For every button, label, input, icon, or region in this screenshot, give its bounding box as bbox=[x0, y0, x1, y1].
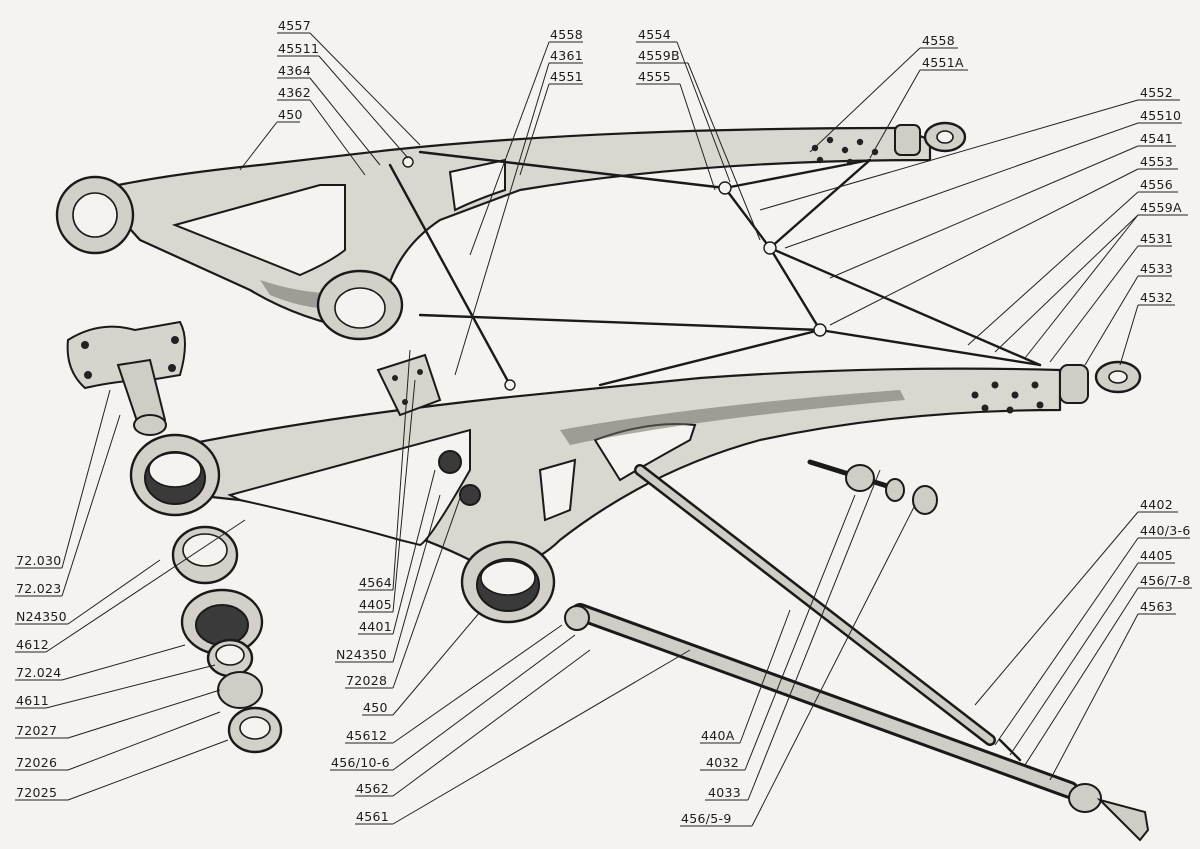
label-456-7-8: 456/7-8 bbox=[1140, 573, 1191, 588]
label-4611: 4611 bbox=[16, 693, 49, 708]
label-4551: 4551 bbox=[550, 69, 583, 84]
label-72023: 72.023 bbox=[16, 581, 62, 596]
label-440-3-6: 440/3-6 bbox=[1140, 523, 1191, 538]
label-4555: 4555 bbox=[638, 69, 671, 84]
label-4402: 4402 bbox=[1140, 497, 1173, 512]
label-4563: 4563 bbox=[1140, 599, 1173, 614]
label-72025: 72025 bbox=[16, 785, 57, 800]
label-4552: 4552 bbox=[1140, 85, 1173, 100]
strut-tubes bbox=[564, 464, 1150, 842]
label-456-5-9: 456/5-9 bbox=[681, 811, 732, 826]
label-440A: 440A bbox=[701, 728, 735, 743]
label-72026: 72026 bbox=[16, 755, 57, 770]
frame-drawing bbox=[55, 121, 1150, 842]
label-45511: 45511 bbox=[278, 41, 319, 56]
label-4532: 4532 bbox=[1140, 290, 1173, 305]
label-4564: 4564 bbox=[359, 575, 392, 590]
label-4559B: 4559B bbox=[638, 48, 680, 63]
label-4033: 4033 bbox=[708, 785, 741, 800]
label-4405-mid: 4405 bbox=[359, 597, 392, 612]
label-4558-right: 4558 bbox=[922, 33, 955, 48]
label-4554: 4554 bbox=[638, 27, 671, 42]
label-N24350-left: N24350 bbox=[16, 609, 67, 624]
label-4533: 4533 bbox=[1140, 261, 1173, 276]
label-456-10-6: 456/10-6 bbox=[331, 755, 390, 770]
label-45510: 45510 bbox=[1140, 108, 1181, 123]
bolt-assembly bbox=[807, 459, 938, 515]
label-4612: 4612 bbox=[16, 637, 49, 652]
label-4362: 4362 bbox=[278, 85, 311, 100]
callout-labels: 4557 45511 4364 4362 450 4558 4361 4551 … bbox=[16, 18, 1191, 826]
label-4559A: 4559A bbox=[1140, 200, 1182, 215]
label-4531: 4531 bbox=[1140, 231, 1173, 246]
label-72024: 72.024 bbox=[16, 665, 62, 680]
label-72027: 72027 bbox=[16, 723, 57, 738]
lower-arm-assembly bbox=[129, 353, 1142, 624]
stacked-bearing-parts bbox=[66, 320, 283, 754]
label-4556: 4556 bbox=[1140, 177, 1173, 192]
label-4541: 4541 bbox=[1140, 131, 1173, 146]
bracing-rods bbox=[388, 150, 1042, 391]
label-N24350-mid: N24350 bbox=[336, 647, 387, 662]
label-4561: 4561 bbox=[356, 809, 389, 824]
leader-lines bbox=[15, 32, 1192, 827]
label-4562: 4562 bbox=[356, 781, 389, 796]
label-4553: 4553 bbox=[1140, 154, 1173, 169]
label-450-top: 450 bbox=[278, 107, 303, 122]
label-4032: 4032 bbox=[706, 755, 739, 770]
label-4405-right: 4405 bbox=[1140, 548, 1173, 563]
label-4401: 4401 bbox=[359, 619, 392, 634]
upper-arm-assembly bbox=[55, 121, 967, 341]
label-4557: 4557 bbox=[278, 18, 311, 33]
label-72028: 72028 bbox=[346, 673, 387, 688]
label-4364: 4364 bbox=[278, 63, 311, 78]
label-4361: 4361 bbox=[550, 48, 583, 63]
label-450-bottom: 450 bbox=[363, 700, 388, 715]
label-72030: 72.030 bbox=[16, 553, 62, 568]
label-4558-top: 4558 bbox=[550, 27, 583, 42]
label-45612: 45612 bbox=[346, 728, 387, 743]
label-4551A: 4551A bbox=[922, 55, 964, 70]
